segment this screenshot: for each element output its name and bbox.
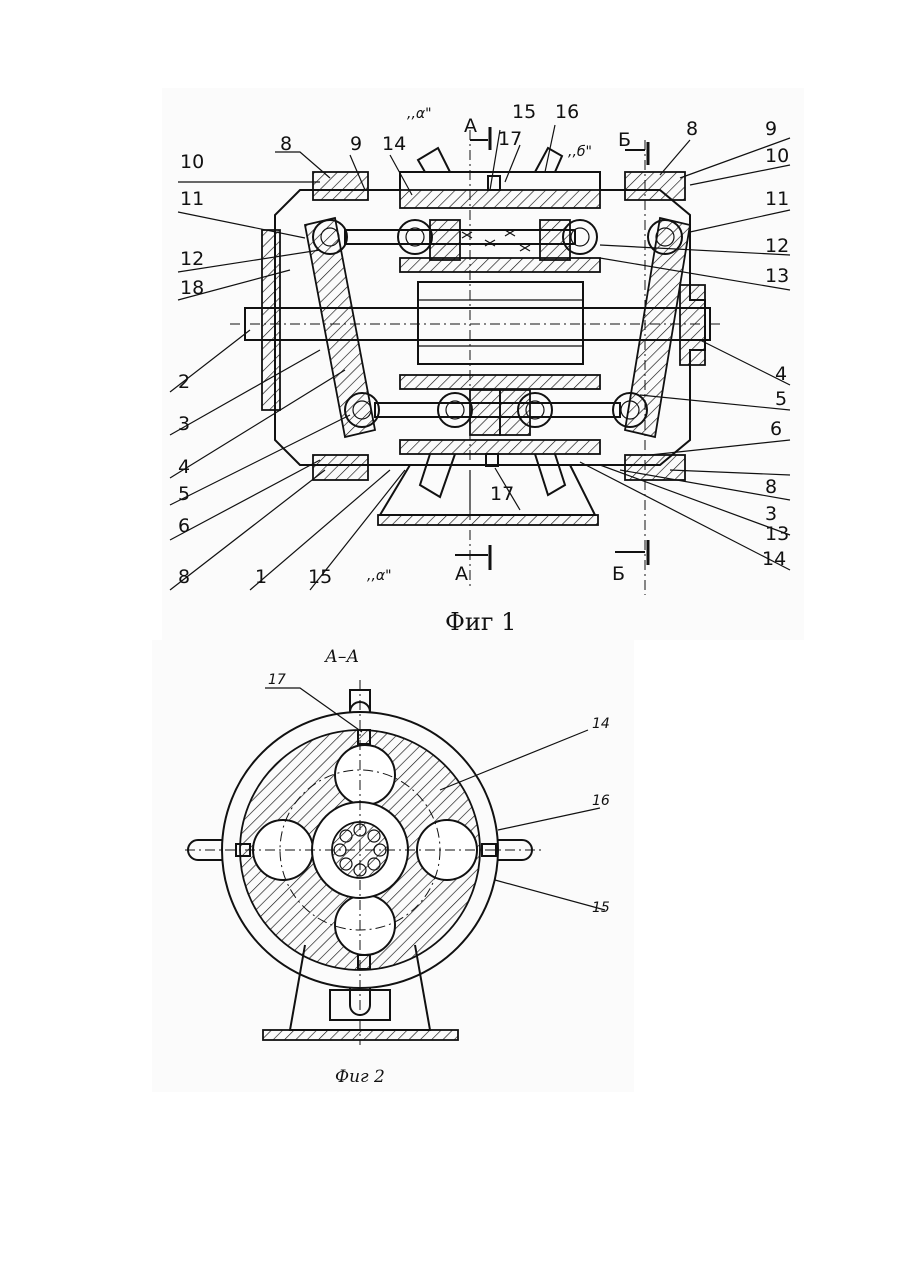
fig2-label-17: 17 [268,672,286,688]
zone-a-bottom: ,,α" [367,568,392,584]
label-17-bottom: 17 [490,483,514,505]
fig2-label-14: 14 [592,716,610,732]
label-8-right-bottom: 8 [765,476,777,498]
figure1-caption: Фиг 1 [445,608,516,636]
figure2-section-title: А–А [324,647,359,667]
zone-b-top: ,,б" [568,144,592,160]
label-8-left-bottom: 8 [178,566,190,588]
label-14-left-top: 14 [382,133,406,155]
label-18-left: 18 [180,277,204,299]
label-15-left: 15 [308,566,332,588]
zone-a-top: ,,α" [407,106,432,122]
label-10-left: 10 [180,151,204,173]
label-3-left: 3 [178,413,190,435]
label-15-top: 15 [512,101,536,123]
label-13-right-bottom: 13 [765,523,789,545]
fig2-label-15: 15 [592,900,610,916]
figure2-caption: Фиг 2 [335,1067,385,1087]
label-12-left: 12 [180,248,204,270]
label-4-right: 4 [775,363,787,385]
label-6-left: 6 [178,515,190,537]
label-3-right: 3 [765,503,777,525]
label-8-left-top: 8 [280,133,292,155]
label-4-left: 4 [178,456,190,478]
label-12-right: 12 [765,235,789,257]
label-13-right-top: 13 [765,265,789,287]
label-2-left: 2 [178,371,190,393]
label-1-left: 1 [255,566,267,588]
label-8-right-top: 8 [686,118,698,140]
section-mark-b-bottom: Б [612,563,625,585]
fig2-label-16: 16 [592,793,610,809]
label-9-left: 9 [350,133,362,155]
label-16-top: 16 [555,101,579,123]
label-11-left: 11 [180,188,204,210]
label-5-left: 5 [178,483,190,505]
label-11-right: 11 [765,188,789,210]
label-9-right: 9 [765,118,777,140]
label-5-right: 5 [775,388,787,410]
section-mark-a-bottom: А [455,563,468,585]
label-17-top: 17 [498,128,522,150]
label-6-right: 6 [770,418,782,440]
section-mark-a-top: А [464,115,477,137]
label-14-right-bottom: 14 [762,548,786,570]
section-mark-b-top: Б [618,129,631,151]
label-10-right: 10 [765,145,789,167]
